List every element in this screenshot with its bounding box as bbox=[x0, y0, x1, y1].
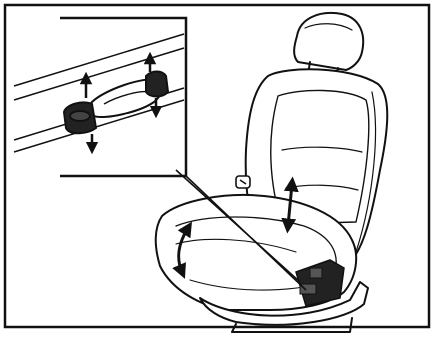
recline-knob-icon bbox=[236, 176, 250, 188]
headrest bbox=[294, 13, 363, 70]
